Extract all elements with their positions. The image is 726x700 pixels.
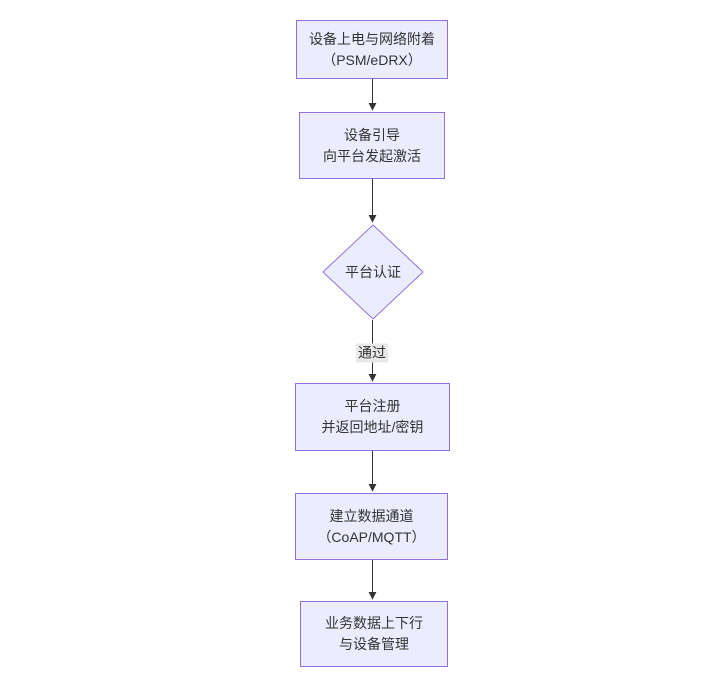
node-label-line: 设备引导 bbox=[344, 126, 400, 143]
node-label-line: 设备上电与网络附着 bbox=[309, 30, 435, 47]
edge-label-pass: 通过 bbox=[356, 343, 388, 363]
node-platform-register: 平台注册 并返回地址/密钥 bbox=[295, 383, 450, 451]
node-platform-auth-decision: 平台认证 bbox=[322, 224, 424, 320]
node-label-line: 并返回地址/密钥 bbox=[321, 419, 424, 435]
node-business-data-management: 业务数据上下行 与设备管理 bbox=[300, 601, 448, 667]
node-device-bootstrap: 设备引导 向平台发起激活 bbox=[299, 112, 445, 179]
node-label-line: 业务数据上下行 bbox=[325, 615, 423, 631]
node-label-line: （PSM/eDRX） bbox=[322, 51, 422, 68]
node-device-power-network-attach: 设备上电与网络附着 （PSM/eDRX） bbox=[296, 20, 448, 79]
node-label-line: 向平台发起激活 bbox=[323, 147, 421, 164]
node-label-line: 与设备管理 bbox=[339, 636, 409, 652]
diamond-shape bbox=[322, 224, 424, 320]
node-data-channel: 建立数据通道 （CoAP/MQTT） bbox=[295, 493, 448, 560]
node-label-line: 建立数据通道 bbox=[329, 507, 414, 524]
node-label-line: 平台注册 bbox=[344, 398, 401, 414]
node-label-line: （CoAP/MQTT） bbox=[317, 528, 426, 545]
node-label-line: 平台认证 bbox=[345, 264, 401, 280]
